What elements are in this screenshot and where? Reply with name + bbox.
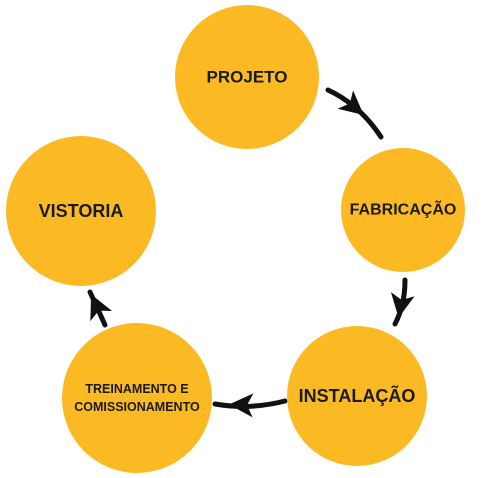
node-vistoria: VISTORIA [6, 136, 156, 286]
arrow-treinamento-vistoria [87, 289, 113, 328]
edges-layer [87, 87, 415, 418]
node-treinamento: TREINAMENTO E COMISSIONAMENTO [62, 323, 212, 473]
node-instalacao: INSTALAÇÃO [287, 326, 427, 466]
arrow-projeto-fabricacao [325, 87, 384, 140]
arrowhead-fabricacao-instalacao [390, 292, 415, 318]
node-circle-fabricacao [341, 148, 465, 272]
node-circle-treinamento [62, 323, 212, 473]
arrow-line-instalacao-treinamento [212, 398, 288, 409]
node-label-treinamento-line-2: COMISSIONAMENTO [74, 400, 200, 414]
node-label-instalacao: INSTALAÇÃO [299, 385, 416, 406]
node-projeto: PROJETO [175, 5, 319, 149]
arrowhead-projeto-fabricacao [337, 90, 364, 115]
node-circle-vistoria [6, 136, 156, 286]
node-circle-projeto [175, 5, 319, 149]
arrowhead-treinamento-vistoria [90, 294, 113, 322]
arrow-fabricacao-instalacao [390, 277, 415, 327]
node-label-projeto: PROJETO [207, 68, 288, 87]
node-circle-instalacao [287, 326, 427, 466]
nodes-layer: PROJETO FABRICAÇÃO INSTALAÇÃO TREINAMENTO E… [6, 5, 465, 473]
arrowhead-instalacao-treinamento [229, 393, 254, 418]
node-label-fabricacao: FABRICAÇÃO [350, 199, 457, 219]
node-fabricacao: FABRICAÇÃO [341, 148, 465, 272]
node-label-vistoria: VISTORIA [39, 201, 124, 221]
arrow-instalacao-treinamento [212, 393, 288, 418]
node-label-treinamento-line-1: TREINAMENTO E [85, 382, 188, 396]
